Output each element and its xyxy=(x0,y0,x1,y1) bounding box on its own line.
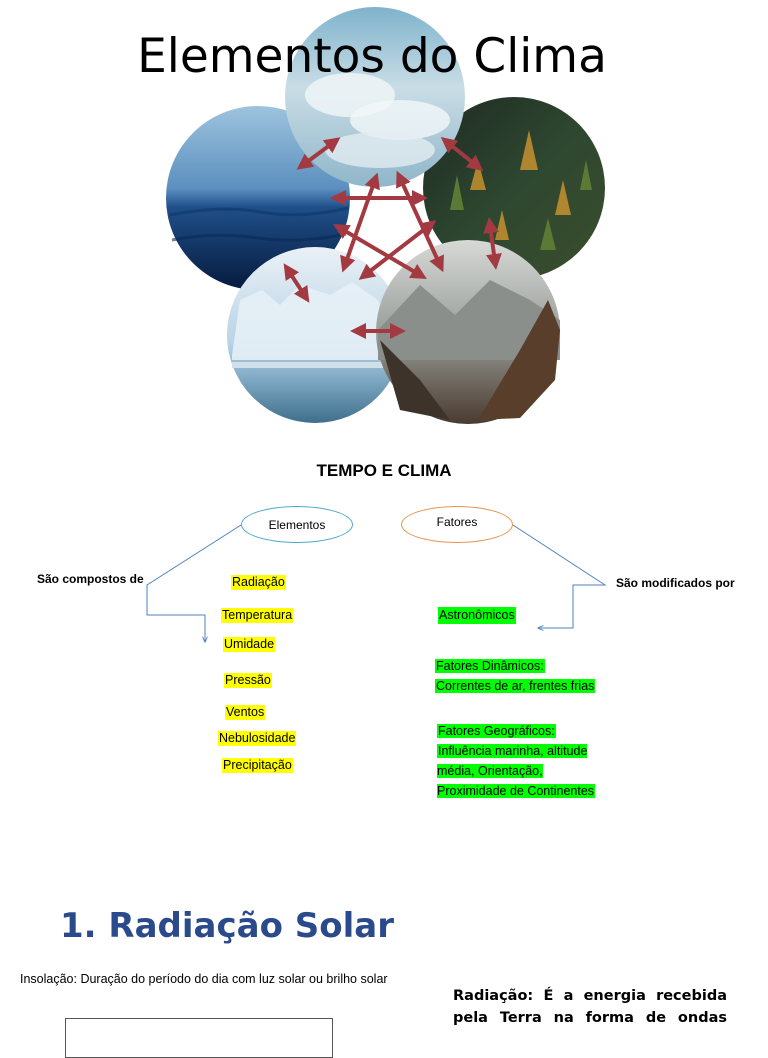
page-title: Elementos do Clima xyxy=(137,29,607,84)
factor-geograficos-title: Fatores Geográficos: xyxy=(437,724,556,738)
fatores-oval-label: Fatores xyxy=(436,514,478,529)
insolacao-text: Insolação: Duração do período do dia com… xyxy=(20,972,388,986)
image-frame xyxy=(65,1018,333,1058)
modified-by-label: São modificados por xyxy=(616,576,735,590)
factor-geograficos-text: Influência marinha, altitude média, Orie… xyxy=(437,744,596,798)
element-ventos: Ventos xyxy=(225,705,266,720)
diagram-arrows xyxy=(283,137,502,339)
fatores-oval: Fatores xyxy=(401,506,513,543)
elementos-oval: Elementos xyxy=(241,506,353,543)
factor-dinamicos-text: Correntes de ar, frentes frias xyxy=(435,679,596,693)
radiacao-solar-heading: 1. Radiação Solar xyxy=(60,906,394,946)
connector-left xyxy=(146,524,242,642)
climate-elements-diagram xyxy=(166,7,605,424)
connector-right xyxy=(512,524,607,628)
factor-geograficos: Fatores Geográficos: Influência marinha,… xyxy=(437,720,607,800)
concept-map-connectors xyxy=(146,524,607,800)
factor-astronomicos: Astronômicos xyxy=(438,607,516,624)
element-temperatura: Temperatura xyxy=(221,608,294,623)
element-nebulosidade: Nebulosidade xyxy=(218,731,297,746)
glacier-photo xyxy=(227,247,403,423)
section-heading: TEMPO E CLIMA xyxy=(316,461,452,480)
element-umidade: Umidade xyxy=(223,637,276,652)
element-precipitacao: Precipitação xyxy=(222,758,293,773)
factor-dinamicos-title: Fatores Dinâmicos: xyxy=(435,659,545,673)
element-radiacao: Radiação xyxy=(231,575,286,590)
factor-dinamicos: Fatores Dinâmicos: Correntes de ar, fren… xyxy=(435,655,596,695)
composed-of-label: São compostos de xyxy=(37,572,144,586)
element-pressao: Pressão xyxy=(224,673,272,688)
mountains-photo xyxy=(376,240,560,424)
radiacao-definition: Radiação: É a energia recebida pela Terr… xyxy=(453,988,727,1026)
elementos-oval-label: Elementos xyxy=(268,517,326,532)
